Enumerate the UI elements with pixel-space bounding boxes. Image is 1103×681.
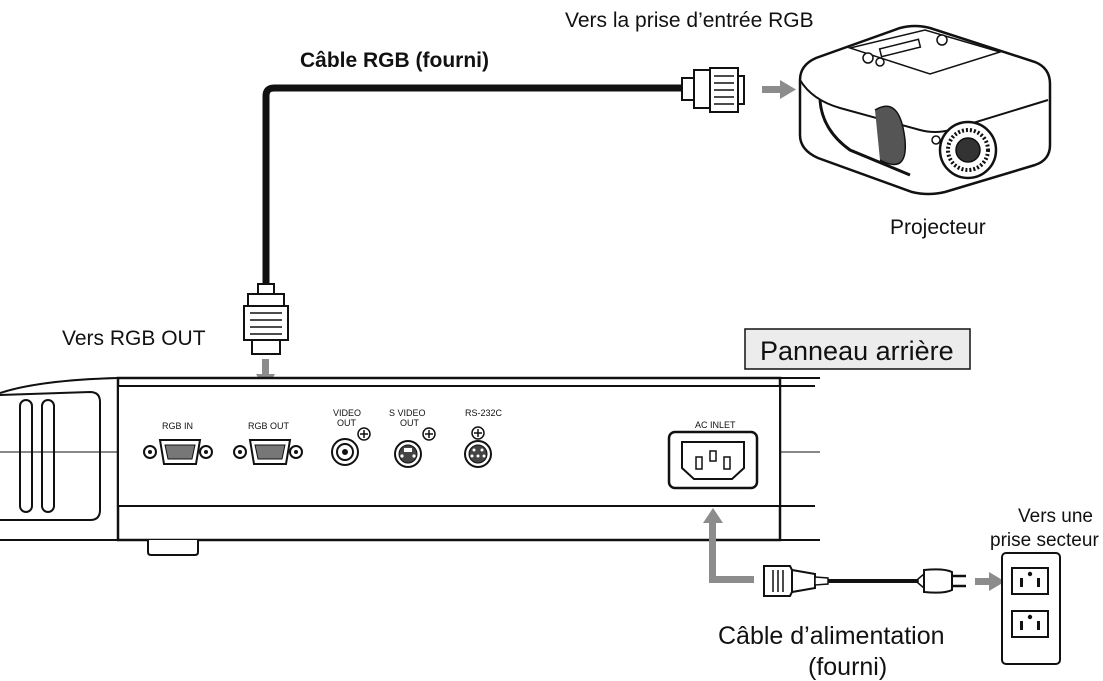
rgb-cable-label: Câble RGB (fourni): [300, 49, 489, 72]
ac-inlet-port: [667, 430, 759, 490]
rgb-connector-bottom: [243, 283, 289, 355]
projector-label: Projecteur: [890, 216, 986, 239]
s-video-out-label-1: S VIDEO: [389, 408, 426, 418]
rgb-in-label: RGB IN: [162, 421, 193, 431]
rgb-connector-top: [681, 67, 745, 113]
to-rgb-out-label: Vers RGB OUT: [62, 327, 206, 350]
power-cable-label-line2: (fourni): [808, 653, 887, 681]
rear-panel-label-box: [744, 328, 971, 370]
ac-inlet-label: AC INLET: [695, 420, 736, 430]
arrow-to-projector: [762, 80, 796, 99]
outlet-label-line2: prise secteur: [990, 530, 1099, 551]
to-rgb-input-label: Vers la prise d’entrée RGB: [565, 9, 814, 32]
wall-outlet: [1001, 552, 1061, 665]
rgb-out-label: RGB OUT: [248, 421, 290, 431]
projector-illustration: [798, 24, 1052, 196]
rgb-out-port: [233, 439, 303, 465]
rs232c-label: RS-232C: [465, 408, 503, 418]
arrow-to-ac-inlet: [703, 508, 754, 583]
outlet-label-line1: Vers une: [1018, 506, 1093, 527]
s-video-out-label-2: OUT: [400, 418, 420, 428]
video-out-port: [331, 427, 371, 466]
video-out-label-2: OUT: [337, 418, 357, 428]
arrow-to-outlet: [975, 572, 1005, 591]
rgb-cable: [262, 84, 684, 293]
power-cable-label-line1: Câble d’alimentation: [718, 622, 945, 650]
video-out-label-1: VIDEO: [333, 408, 361, 418]
power-cable: [763, 565, 966, 597]
rgb-in-port: [143, 439, 213, 465]
s-video-out-port: [394, 427, 436, 468]
rs232c-port: [464, 426, 492, 468]
rear-panel-label: Panneau arrière: [760, 336, 954, 366]
